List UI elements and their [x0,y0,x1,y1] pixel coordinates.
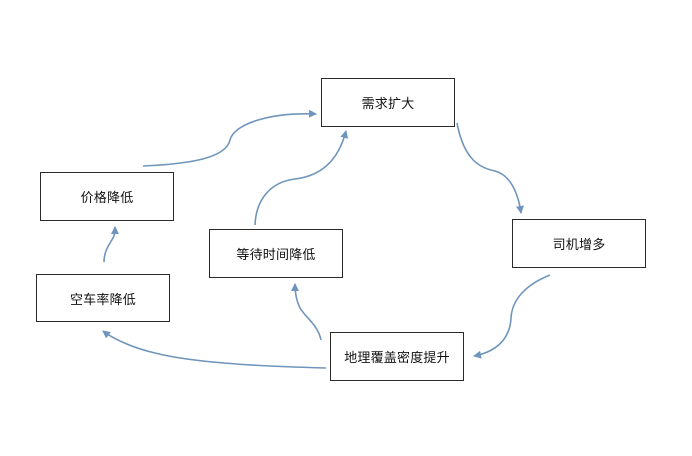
node-wait-time-label: 等待时间降低 [236,248,316,263]
node-drivers-label: 司机增多 [552,238,606,253]
node-empty-rate: 空车率降低 [36,274,170,322]
arrow-drivers-to-density [473,274,551,359]
arrow-wait-time-to-demand [254,130,349,226]
arrow-density-to-empty-rate [102,330,327,369]
node-empty-rate-label: 空车率降低 [69,292,136,308]
node-density-label: 地理覆盖密度提升 [344,351,450,366]
arrow-demand-to-drivers [456,122,524,214]
node-demand: 需求扩大 [321,78,455,127]
node-wait-time: 等待时间降低 [209,229,343,278]
node-price: 价格降低 [40,172,174,221]
node-price-label: 价格降低 [80,191,134,206]
node-drivers: 司机增多 [512,219,646,268]
arrow-density-to-wait-time [291,283,322,341]
node-density: 地理覆盖密度提升 [330,332,464,381]
node-demand-label: 需求扩大 [361,97,415,112]
arrow-empty-rate-to-price [103,226,119,263]
arrow-price-to-demand [142,109,317,167]
